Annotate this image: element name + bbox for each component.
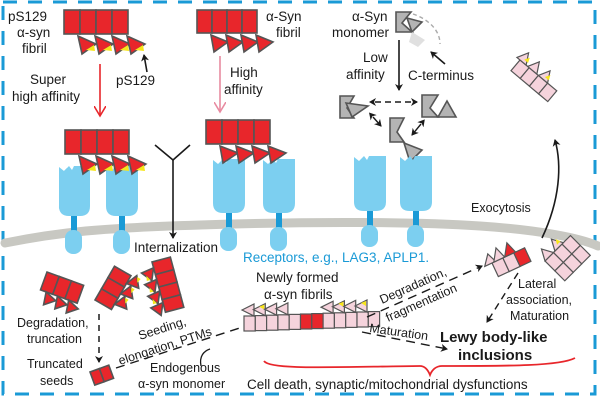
exocytosis-label: Exocytosis (471, 201, 531, 215)
fibril-triangle (342, 299, 357, 314)
phospho-site (259, 304, 265, 310)
newly-formed-label-2: α-syn fibrils (264, 287, 333, 302)
monomer-conformation-bottom (389, 117, 424, 164)
fibril-segment (333, 312, 347, 329)
syn-monomer-top (395, 11, 441, 47)
conformation-arrow-left-bottom (369, 112, 382, 127)
syn-fibril-label-2: fibril (276, 25, 301, 40)
lateral-label-3: Maturation (510, 309, 569, 323)
syn-fibril-top (196, 9, 275, 54)
internalized-fibril-2 (93, 265, 141, 311)
fibril-segment (277, 314, 290, 331)
lewy-body-label-2: inclusions (458, 347, 532, 364)
syn-fibril-bound (205, 119, 288, 165)
fibril-segment (288, 313, 302, 330)
ps129-fibril-top (63, 9, 147, 56)
outcome-brace (263, 357, 576, 378)
fibril-segment (299, 313, 313, 330)
cell-membrane (0, 217, 600, 251)
fragmented-fibril (483, 241, 532, 278)
fibril-segment (243, 315, 256, 332)
ps129-fibril-label-1: pS129 (8, 9, 47, 24)
exocytosed-fibril (510, 51, 558, 103)
conformation-arrow-right-bottom (411, 119, 425, 136)
fibril-segment (311, 313, 324, 330)
lateral-label-2: association, (506, 293, 572, 307)
receptor-1 (58, 166, 90, 254)
fibril-segment (266, 314, 279, 331)
ps129-pointer-arrow (141, 54, 149, 73)
syn-fibril-label-1: α-Syn (266, 9, 302, 24)
truncated-seed (88, 364, 115, 387)
ps129-fibril-bound (64, 129, 148, 176)
degradation-truncation-label-1: Degradation, (17, 316, 89, 330)
receptor-4 (263, 159, 295, 251)
internalization-arrow (154, 144, 191, 239)
degradation-fragmentation-arrow (366, 264, 483, 318)
exocytosis-arrow (541, 139, 561, 239)
endogenous-label-2: α-syn monomer (138, 377, 225, 391)
fibril-segment (367, 311, 381, 328)
cell-border (1, 0, 597, 396)
newly-formed-fibril (240, 299, 381, 332)
receptors-label: Receptors, e.g., LAG3, APLP1. (243, 250, 429, 265)
receptor-6 (400, 156, 432, 247)
fibril-triangle (263, 302, 278, 317)
super-affinity-label-2: high affinity (12, 89, 80, 104)
monomer-conformation-left (339, 95, 371, 119)
phospho-site (361, 301, 366, 306)
laterally-associated-fibril (540, 234, 592, 282)
fibril-triangle (274, 301, 289, 316)
endogenous-input-arrow (199, 348, 211, 367)
fibril-triangle (319, 300, 334, 315)
outcome-label: Cell death, synaptic/mitochondrial dysfu… (247, 377, 528, 392)
receptor-3 (213, 159, 245, 251)
fibril-segment (254, 315, 268, 332)
high-affinity-label-2: affinity (224, 82, 263, 97)
fibril-triangle (240, 303, 255, 317)
internalization-label: Internalization (134, 240, 218, 255)
lateral-association-arrow (486, 272, 519, 323)
newly-formed-label-1: Newly formed (256, 270, 339, 285)
ps129-fibril-label-3: fibril (22, 41, 47, 56)
lateral-label-1: Lateral (518, 277, 556, 291)
monomer-label-1: α-Syn (352, 9, 388, 24)
c-terminus-label: C-terminus (408, 68, 474, 83)
phospho-site (338, 301, 344, 307)
c-terminus-pointer-arrow (430, 51, 446, 65)
ps129-site-label: pS129 (116, 73, 155, 88)
internalized-fibril-3 (139, 256, 185, 317)
endogenous-label-1: Endogenous (150, 361, 220, 375)
truncated-seeds-label-1: Truncated (27, 357, 83, 371)
internalized-fibril-1 (39, 270, 85, 315)
low-affinity-label-2: affinity (346, 67, 385, 82)
fibril-segment (356, 311, 369, 328)
fibril-segment (345, 311, 358, 328)
lewy-body-label-1: Lewy body-like (440, 329, 548, 346)
seeding-arrow (115, 322, 253, 369)
monomer-label-2: monomer (332, 25, 390, 40)
degradation-truncation-label-2: truncation (27, 332, 82, 346)
high-affinity-label-1: High (230, 65, 258, 80)
ps129-fibril-label-2: α-syn (17, 25, 50, 40)
low-affinity-label-1: Low (363, 50, 388, 65)
receptor-5 (354, 156, 386, 247)
fibril-segment (322, 312, 336, 329)
monomer-conformation-right (421, 94, 458, 118)
super-affinity-label-1: Super (30, 72, 67, 87)
truncated-seeds-label-2: seeds (40, 374, 73, 388)
receptor-2 (106, 166, 138, 254)
